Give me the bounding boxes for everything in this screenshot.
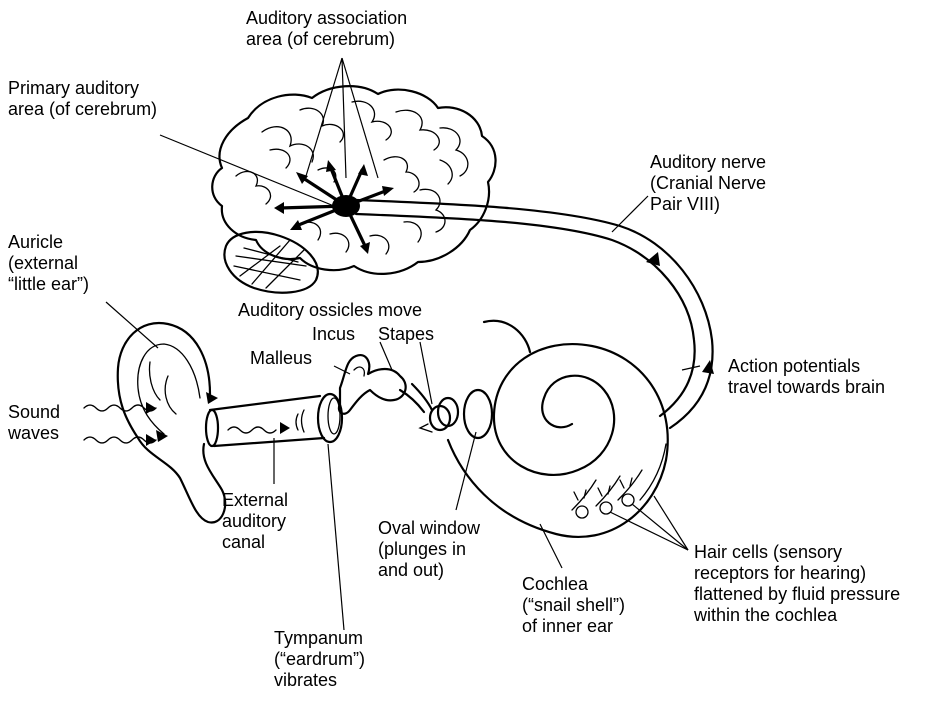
label-line: Oval window [378, 518, 480, 539]
label-line: of inner ear [522, 616, 625, 637]
label-line: Sound [8, 402, 60, 423]
ear-canal-illustration [206, 396, 324, 446]
label-line: Tympanum [274, 628, 365, 649]
label-line: Hair cells (sensory [694, 542, 900, 563]
sound-wave-squiggles [84, 392, 218, 446]
label-line: Cochlea [522, 574, 625, 595]
label-tympanum: Tympanum (“eardrum”) vibrates [274, 628, 365, 691]
label-auditory-association: Auditory association area (of cerebrum) [246, 8, 407, 50]
label-line: External [222, 490, 288, 511]
label-malleus: Malleus [250, 348, 312, 369]
label-line: “little ear”) [8, 274, 89, 295]
label-line: Action potentials [728, 356, 885, 377]
label-cochlea: Cochlea (“snail shell”) of inner ear [522, 574, 625, 637]
label-line: receptors for hearing) [694, 563, 900, 584]
label-line: vibrates [274, 670, 365, 691]
label-line: Auditory nerve [650, 152, 766, 173]
label-line: (plunges in [378, 539, 480, 560]
label-line: within the cochlea [694, 605, 900, 626]
label-oval-window: Oval window (plunges in and out) [378, 518, 480, 581]
label-line: waves [8, 423, 60, 444]
label-line: Auricle [8, 232, 89, 253]
auricle-illustration [118, 323, 225, 523]
label-line: travel towards brain [728, 377, 885, 398]
label-line: (Cranial Nerve [650, 173, 766, 194]
label-line: auditory [222, 511, 288, 532]
ossicles-illustration [339, 355, 492, 438]
label-line: area (of cerebrum) [246, 29, 407, 50]
label-line: Auditory association [246, 8, 407, 29]
tympanum-illustration [318, 394, 342, 442]
label-primary-auditory: Primary auditory area (of cerebrum) [8, 78, 157, 120]
brain-illustration [212, 86, 495, 293]
label-auditory-nerve: Auditory nerve (Cranial Nerve Pair VIII) [650, 152, 766, 215]
label-line: Stapes [378, 324, 434, 345]
label-line: Auditory ossicles move [238, 300, 422, 321]
label-ossicles-move: Auditory ossicles move [238, 300, 422, 321]
label-sound-waves: Sound waves [8, 402, 60, 444]
label-line: and out) [378, 560, 480, 581]
label-external-canal: External auditory canal [222, 490, 288, 553]
label-line: (“snail shell”) [522, 595, 625, 616]
label-line: canal [222, 532, 288, 553]
label-line: Pair VIII) [650, 194, 766, 215]
label-line: Incus [312, 324, 355, 345]
label-line: area (of cerebrum) [8, 99, 157, 120]
label-action-potentials: Action potentials travel towards brain [728, 356, 885, 398]
label-line: Primary auditory [8, 78, 157, 99]
label-hair-cells: Hair cells (sensory receptors for hearin… [694, 542, 900, 626]
label-line: (“eardrum”) [274, 649, 365, 670]
label-line: (external [8, 253, 89, 274]
label-line: flattened by fluid pressure [694, 584, 900, 605]
label-line: Malleus [250, 348, 312, 369]
label-stapes: Stapes [378, 324, 434, 345]
label-incus: Incus [312, 324, 355, 345]
cochlea-illustration [448, 321, 668, 537]
label-auricle: Auricle (external “little ear”) [8, 232, 89, 295]
